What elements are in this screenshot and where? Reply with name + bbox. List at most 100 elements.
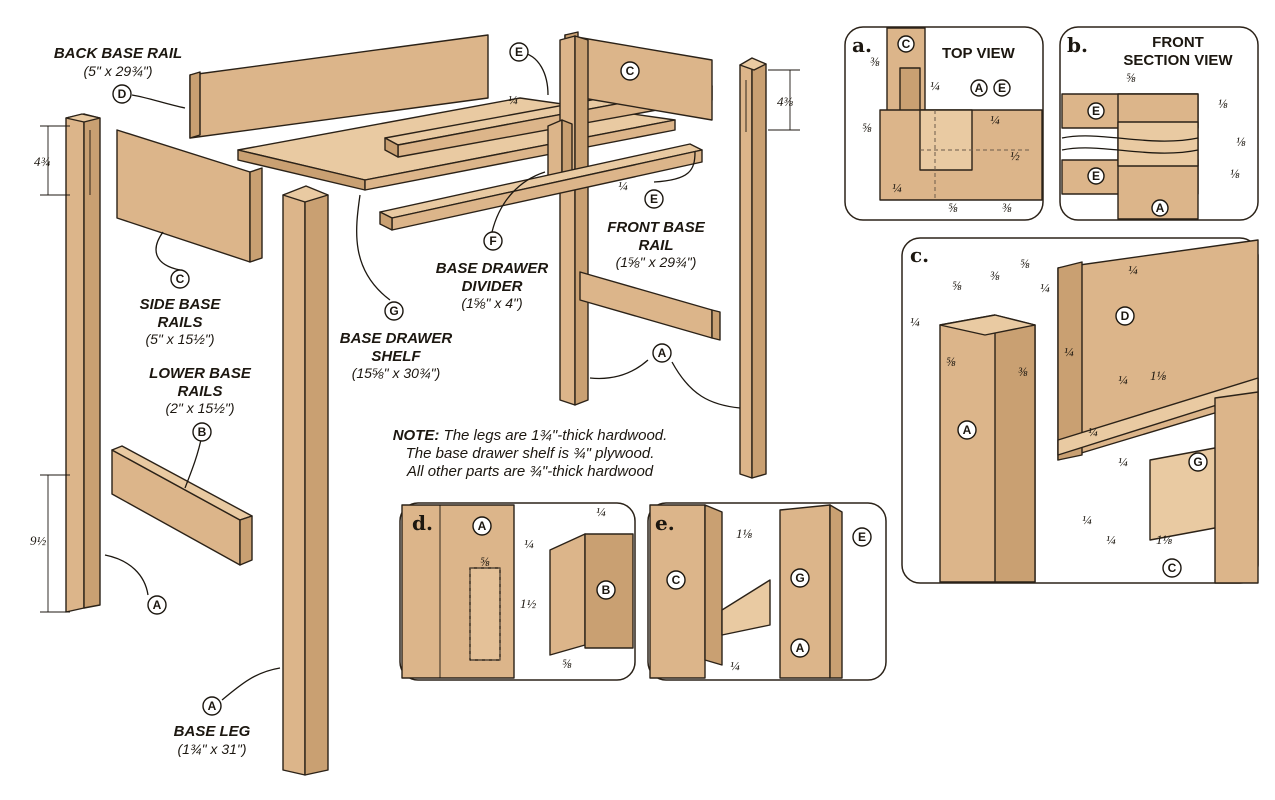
svg-text:½: ½ xyxy=(1010,148,1020,163)
svg-text:E: E xyxy=(998,81,1006,95)
svg-text:RAILS: RAILS xyxy=(178,383,223,400)
svg-text:¼: ¼ xyxy=(1118,454,1128,469)
detail-c: c. D A G C ⅝ ⅜ ⅝ ¼ ¼ ¼ ⅝ ⅜ ¼ ¼ 1⅛ ¼ ¼ ¼ … xyxy=(901,237,1259,584)
svg-text:E: E xyxy=(1092,169,1100,183)
svg-text:¼: ¼ xyxy=(730,658,740,673)
svg-text:A: A xyxy=(975,81,984,95)
svg-text:A: A xyxy=(1156,201,1165,215)
svg-text:⅜: ⅜ xyxy=(1018,364,1028,379)
svg-text:(5" x 29¾"): (5" x 29¾") xyxy=(83,63,152,79)
svg-text:⅜: ⅜ xyxy=(1002,200,1012,215)
svg-text:1½: 1½ xyxy=(520,596,537,611)
svg-text:C: C xyxy=(626,64,635,78)
svg-text:¼: ¼ xyxy=(596,504,606,519)
svg-text:⅜: ⅜ xyxy=(990,268,1000,283)
svg-text:1⅛: 1⅛ xyxy=(736,526,753,541)
part-labels: BACK BASE RAIL (5" x 29¾") SIDE BASE RAI… xyxy=(54,45,706,757)
svg-text:LOWER BASE: LOWER BASE xyxy=(149,365,252,382)
svg-text:A: A xyxy=(963,423,972,437)
svg-text:G: G xyxy=(1193,455,1202,469)
svg-text:E: E xyxy=(515,45,523,59)
svg-text:¼: ¼ xyxy=(910,314,920,329)
svg-text:RAILS: RAILS xyxy=(158,314,203,331)
svg-text:C: C xyxy=(902,37,911,51)
svg-text:C: C xyxy=(1168,561,1177,575)
svg-text:¼: ¼ xyxy=(1128,262,1138,277)
lower-base-rail-right xyxy=(579,271,721,341)
svg-text:A: A xyxy=(153,598,162,612)
svg-text:¼: ¼ xyxy=(1082,512,1092,527)
svg-text:c.: c. xyxy=(910,243,929,267)
svg-text:⅝: ⅝ xyxy=(948,200,958,215)
svg-text:SIDE BASE: SIDE BASE xyxy=(140,296,222,313)
svg-text:9½: 9½ xyxy=(30,533,47,548)
svg-text:C: C xyxy=(176,272,185,286)
svg-text:E: E xyxy=(650,192,658,206)
svg-text:SECTION VIEW: SECTION VIEW xyxy=(1123,52,1233,69)
svg-text:¼: ¼ xyxy=(508,92,518,107)
dimension-labels: 4¾ 9½ 4⅜ ¼ ¼ xyxy=(30,92,794,548)
svg-text:E: E xyxy=(858,530,866,544)
svg-text:¼: ¼ xyxy=(524,536,534,551)
svg-text:¼: ¼ xyxy=(892,180,902,195)
svg-text:C: C xyxy=(672,573,681,587)
svg-text:¼: ¼ xyxy=(618,178,628,193)
svg-text:⅝: ⅝ xyxy=(952,278,962,293)
part-tag-circles: D C B A A G F E E C A xyxy=(112,42,672,716)
front-base-rail xyxy=(379,143,703,231)
leg-front xyxy=(282,185,329,776)
svg-text:D: D xyxy=(118,87,127,101)
svg-text:¼: ¼ xyxy=(1118,372,1128,387)
detail-b-front-section: b. FRONT SECTION VIEW E E A ⅝ ⅛ ⅛ ⅛ xyxy=(1059,26,1259,221)
back-base-rail xyxy=(189,34,489,139)
svg-text:¼: ¼ xyxy=(930,78,940,93)
svg-text:FRONT BASE: FRONT BASE xyxy=(607,219,705,236)
svg-text:B: B xyxy=(602,583,611,597)
detail-e: e. E C G A 1⅛ ¼ xyxy=(647,502,887,681)
dimension-lines-main xyxy=(40,69,800,613)
svg-text:(15⅝" x 30¾"): (15⅝" x 30¾") xyxy=(352,365,441,381)
svg-text:1⅛: 1⅛ xyxy=(1156,532,1173,547)
svg-text:⅛: ⅛ xyxy=(1218,96,1228,111)
svg-text:⅝: ⅝ xyxy=(862,120,872,135)
svg-text:SHELF: SHELF xyxy=(371,348,421,365)
svg-text:The base drawer shelf is ¾" pl: The base drawer shelf is ¾" plywood. xyxy=(406,445,655,462)
svg-text:G: G xyxy=(795,571,804,585)
note: NOTE: The legs are 1¾"-thick hardwood. T… xyxy=(393,427,668,480)
svg-text:4⅜: 4⅜ xyxy=(777,94,794,109)
detail-d: d. A B ¼ ⅝ ¼ 1½ ⅝ xyxy=(399,502,636,681)
svg-text:B: B xyxy=(198,425,207,439)
leg-front-right xyxy=(739,57,767,479)
svg-text:(2" x 15½"): (2" x 15½") xyxy=(165,400,234,416)
svg-text:DIVIDER: DIVIDER xyxy=(462,278,523,295)
svg-text:⅛: ⅛ xyxy=(1236,134,1246,149)
svg-text:D: D xyxy=(1121,309,1130,323)
svg-text:A: A xyxy=(658,346,667,360)
svg-text:4¾: 4¾ xyxy=(34,154,51,169)
svg-text:A: A xyxy=(208,699,217,713)
svg-text:d.: d. xyxy=(412,511,433,535)
svg-text:(1⅝" x 29¾"): (1⅝" x 29¾") xyxy=(616,254,697,270)
svg-text:G: G xyxy=(389,304,398,318)
svg-text:All other parts are ¾"-thick h: All other parts are ¾"-thick hardwood xyxy=(406,463,654,480)
svg-text:¼: ¼ xyxy=(1106,532,1116,547)
svg-text:BASE LEG: BASE LEG xyxy=(174,723,251,740)
svg-text:BASE DRAWER: BASE DRAWER xyxy=(340,330,453,347)
svg-text:F: F xyxy=(489,234,496,248)
svg-text:E: E xyxy=(1092,104,1100,118)
svg-text:A: A xyxy=(796,641,805,655)
base-drawer-divider xyxy=(547,119,573,187)
svg-text:(1¾" x 31"): (1¾" x 31") xyxy=(177,741,246,757)
svg-text:NOTE: The legs are 1¾"-thick h: NOTE: The legs are 1¾"-thick hardwood. xyxy=(393,427,668,444)
svg-text:⅜: ⅜ xyxy=(870,54,880,69)
svg-text:⅝: ⅝ xyxy=(946,354,956,369)
leg-back-right xyxy=(559,35,589,406)
svg-text:¼: ¼ xyxy=(990,112,1000,127)
svg-text:a.: a. xyxy=(852,33,872,57)
side-base-rail-left xyxy=(116,129,263,263)
svg-text:¼: ¼ xyxy=(1040,280,1050,295)
svg-text:1⅛: 1⅛ xyxy=(1150,368,1167,383)
svg-text:⅝: ⅝ xyxy=(562,656,572,671)
svg-text:BASE DRAWER: BASE DRAWER xyxy=(436,260,549,277)
